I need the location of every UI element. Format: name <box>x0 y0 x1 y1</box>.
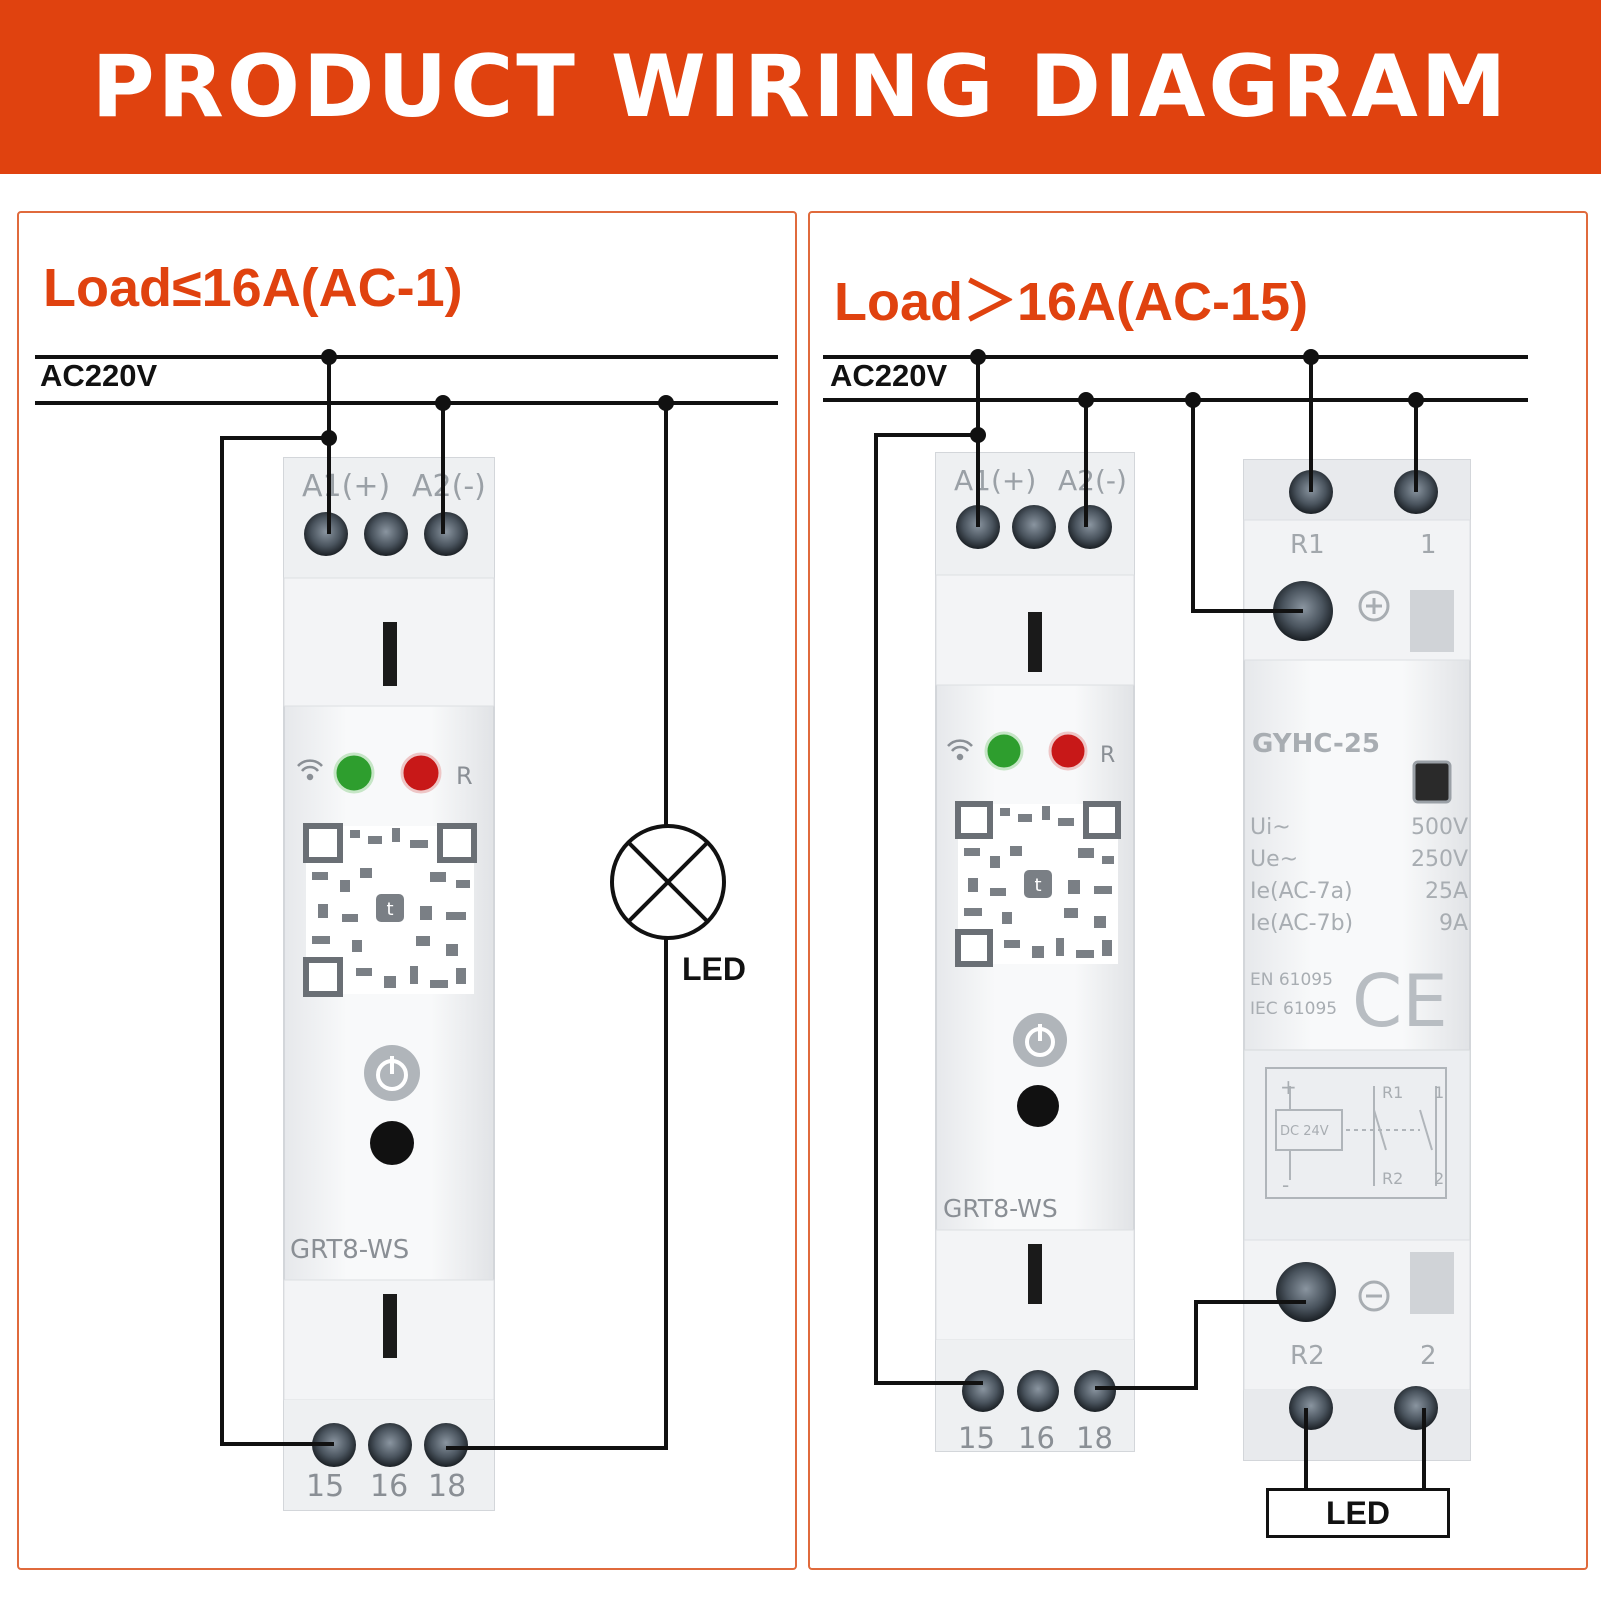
left-lamp-label: LED <box>682 951 746 987</box>
title-banner: PRODUCT WIRING DIAGRAM <box>0 0 1601 174</box>
left-supply-label: AC220V <box>40 358 158 393</box>
left-load-heading: Load≤16A(AC-1) <box>43 258 463 318</box>
right-supply-label: AC220V <box>830 358 948 393</box>
right-load-label: LED <box>1326 1494 1390 1531</box>
right-load-box: LED <box>1266 1488 1450 1538</box>
right-panel: Load＞16A(AC-15) <box>808 211 1588 1570</box>
left-panel: Load≤16A(AC-1) <box>17 211 797 1570</box>
right-load-heading: Load＞16A(AC-15) <box>834 272 1309 332</box>
page-title: PRODUCT WIRING DIAGRAM <box>91 37 1510 137</box>
